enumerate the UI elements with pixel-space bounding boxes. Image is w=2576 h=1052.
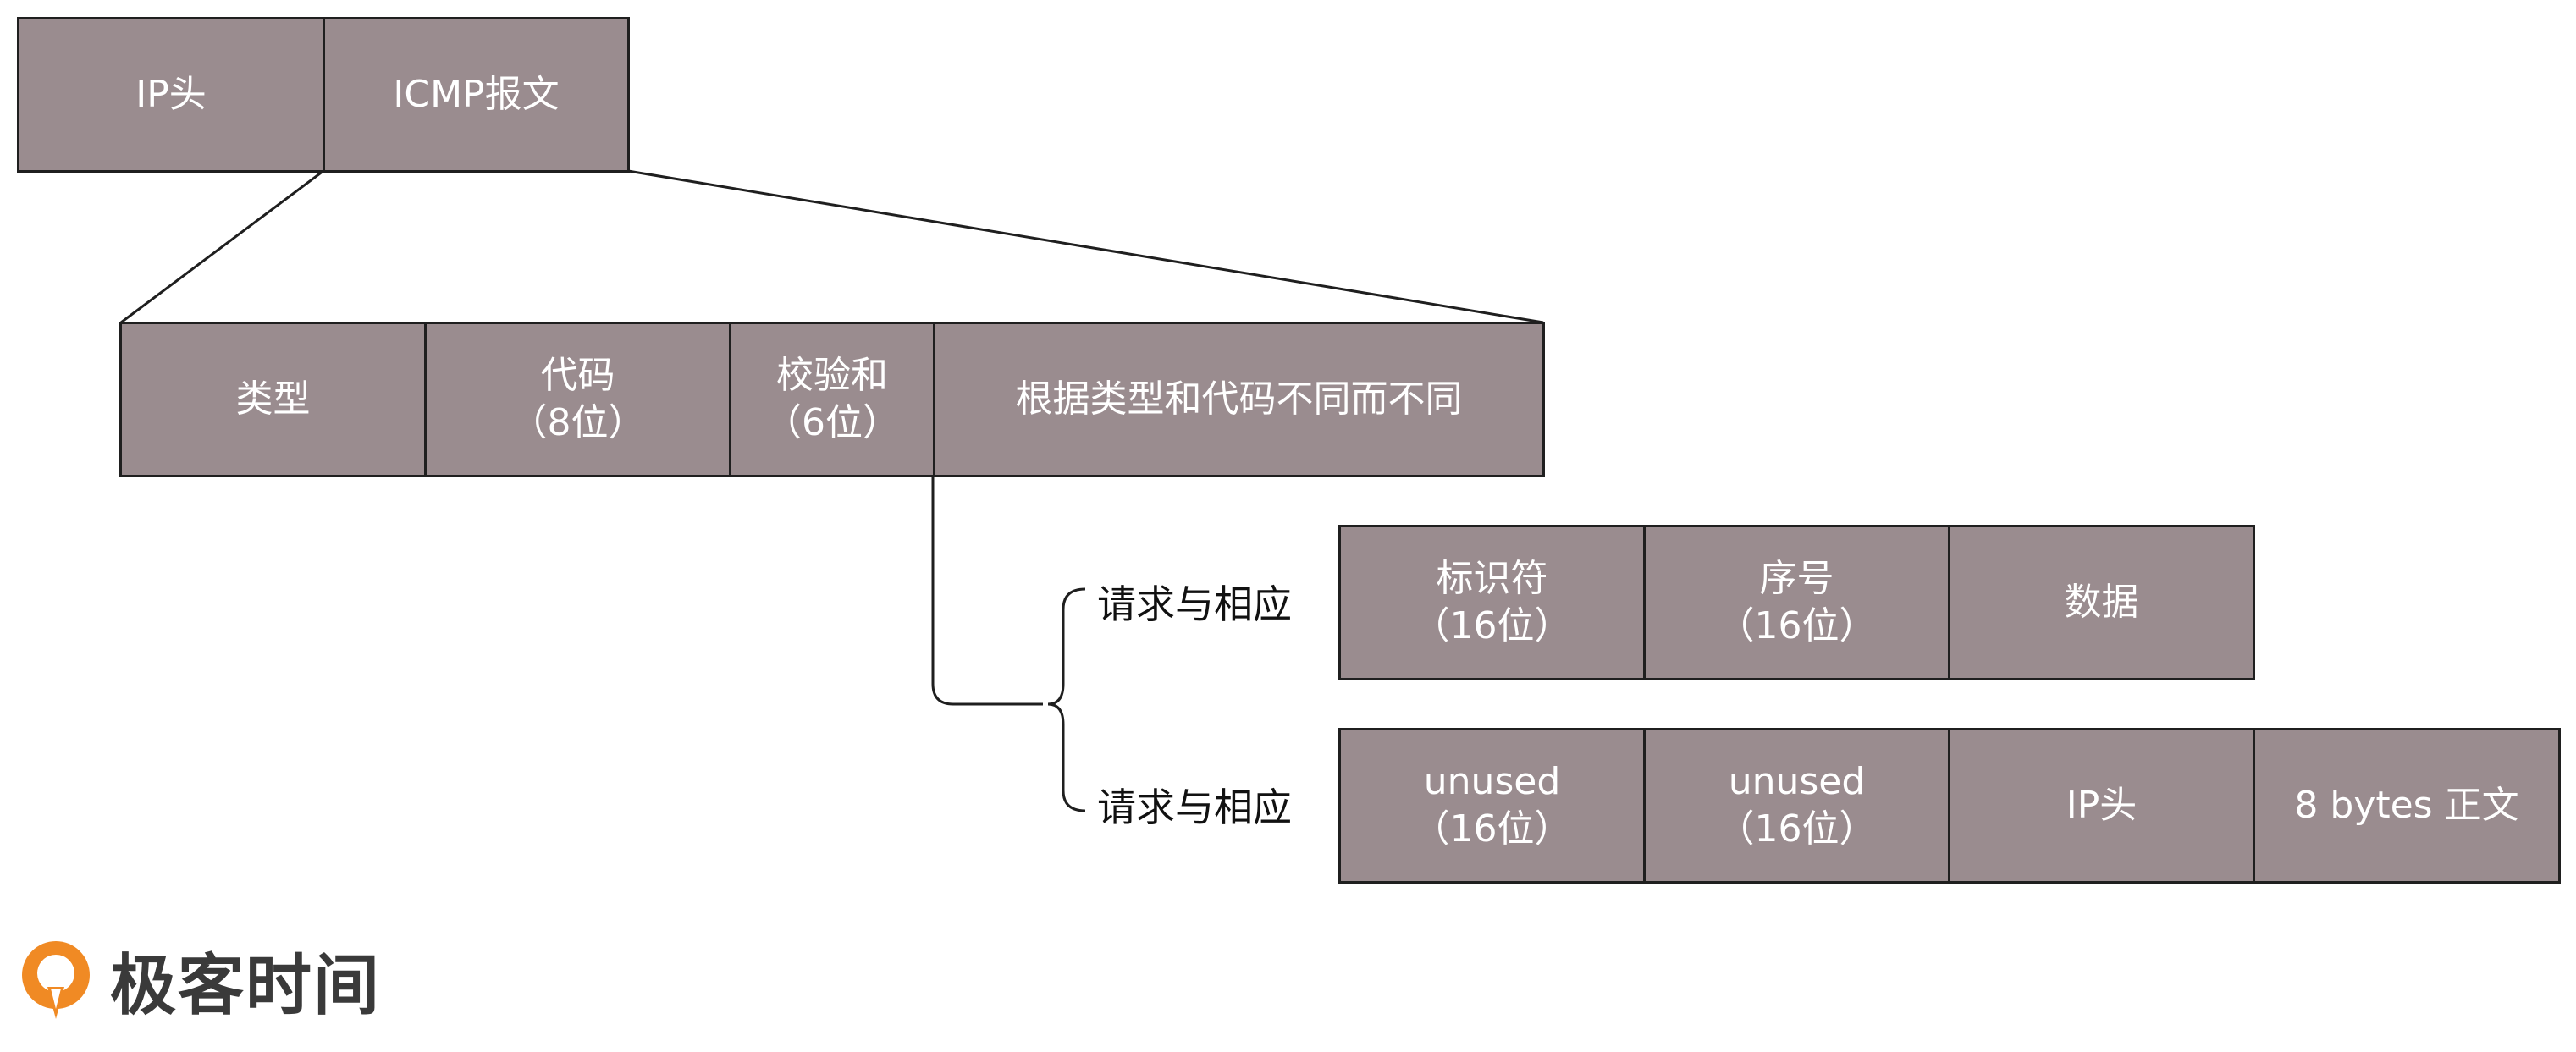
branch-label-lower: 请求与相应 — [1097, 785, 1292, 830]
logo-text: 极客时间 — [110, 948, 382, 1024]
unused-field-1: unused （16位） — [1338, 728, 1646, 884]
ip-header-field: IP头 — [1948, 728, 2255, 884]
body-8bytes-field: 8 bytes 正文 — [2253, 728, 2561, 884]
geektime-logo-icon — [22, 941, 90, 1019]
icmp-variable-field: 根据类型和代码不同而不同 — [933, 322, 1545, 477]
sequence-field: 序号 （16位） — [1643, 525, 1950, 680]
variable-field-connector — [931, 476, 1043, 706]
geektime-logo: 极客时间 — [17, 936, 381, 1024]
expand-line-right — [627, 169, 1544, 324]
unused-field-2: unused （16位） — [1643, 728, 1950, 884]
identifier-field: 标识符 （16位） — [1338, 525, 1646, 680]
icmp-checksum-field: 校验和 （6位） — [729, 322, 935, 477]
expand-line-left — [120, 169, 324, 324]
icmp-type-field: 类型 — [119, 322, 427, 477]
branch-label-upper: 请求与相应 — [1097, 581, 1292, 627]
icmp-code-field: 代码 （8位） — [424, 322, 731, 477]
data-field: 数据 — [1948, 525, 2255, 680]
ip-header-block: IP头 — [17, 17, 325, 173]
icmp-message-block: ICMP报文 — [323, 17, 630, 173]
branch-brace — [1047, 587, 1086, 812]
